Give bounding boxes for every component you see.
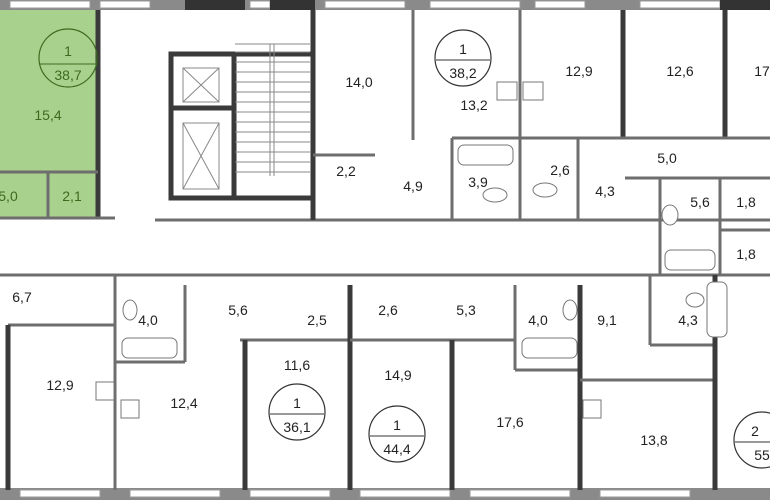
room-area: 4,9 xyxy=(403,178,423,194)
apartment-area: 55 xyxy=(754,447,770,463)
room-area: 1,8 xyxy=(736,194,756,210)
room-area: 12,6 xyxy=(666,63,693,79)
room-area: 5,6 xyxy=(228,302,248,318)
room-area: 5,3 xyxy=(456,302,476,318)
room-area: 2,2 xyxy=(336,163,356,179)
stove-icon xyxy=(95,381,140,419)
room-area: 12,4 xyxy=(170,395,197,411)
apartment-area: 44,4 xyxy=(383,441,410,457)
toilet-icon xyxy=(122,182,705,321)
room-area: 15,4 xyxy=(34,107,61,123)
room-area: 17 xyxy=(754,63,770,79)
room-area: 13,2 xyxy=(460,97,487,113)
bathtub-icon xyxy=(121,337,178,359)
bathtub-icon xyxy=(706,281,728,338)
apartment-area: 36,1 xyxy=(283,419,310,435)
room-area: 11,6 xyxy=(284,357,310,373)
room-area: 14,9 xyxy=(384,367,411,383)
apartment-badge[interactable]: 1 36,1 xyxy=(268,383,326,441)
bathtub-icon xyxy=(457,144,514,166)
room-area: 6,7 xyxy=(12,289,32,305)
room-area: 2,5 xyxy=(307,312,327,328)
room-area: 2,6 xyxy=(378,302,398,318)
room-area: 5,6 xyxy=(690,194,710,210)
room-area: 4,3 xyxy=(678,312,698,328)
room-area: 4,3 xyxy=(595,183,615,199)
room-count: 1 xyxy=(64,43,72,59)
apartment-area: 38,7 xyxy=(54,67,81,83)
room-labels-top: 15,4 5,0 2,1 14,0 2,2 4,9 13,2 3,9 2,6 1… xyxy=(0,63,770,262)
apartment-area: 38,2 xyxy=(449,65,476,81)
room-area: 2,6 xyxy=(550,162,570,178)
room-area: 2,1 xyxy=(62,188,82,204)
room-count: 1 xyxy=(393,417,401,433)
room-count: 2 xyxy=(751,423,759,439)
room-area: 9,1 xyxy=(597,312,617,328)
apartment-badge[interactable]: 1 38,7 xyxy=(38,28,98,88)
bathtub-icon xyxy=(664,249,716,271)
room-area: 12,9 xyxy=(46,377,73,393)
bottom-windows xyxy=(19,489,691,498)
room-area: 14,0 xyxy=(345,74,372,90)
apartment-badge[interactable]: 1 38,2 xyxy=(434,29,492,87)
top-windows xyxy=(9,0,721,9)
room-area: 4,0 xyxy=(138,312,158,328)
apartment-badge[interactable]: 2 55 xyxy=(733,411,770,469)
stove-icon xyxy=(496,81,544,101)
stove-icon xyxy=(582,399,602,419)
room-area: 4,0 xyxy=(528,312,548,328)
bathtub-icon xyxy=(521,337,578,359)
apartment-badge[interactable]: 1 44,4 xyxy=(368,405,426,463)
room-area: 1,8 xyxy=(736,246,756,262)
room-area: 13,8 xyxy=(640,432,667,448)
room-area: 5,0 xyxy=(0,188,18,204)
room-area: 17,6 xyxy=(496,414,523,430)
room-area: 12,9 xyxy=(565,63,592,79)
room-count: 1 xyxy=(293,395,301,411)
room-labels-bottom: 6,7 4,0 5,6 2,5 2,6 5,3 4,0 9,1 4,3 12,9… xyxy=(12,289,698,448)
room-area: 3,9 xyxy=(468,174,488,190)
room-area: 5,0 xyxy=(657,150,677,166)
room-count: 1 xyxy=(459,41,467,57)
